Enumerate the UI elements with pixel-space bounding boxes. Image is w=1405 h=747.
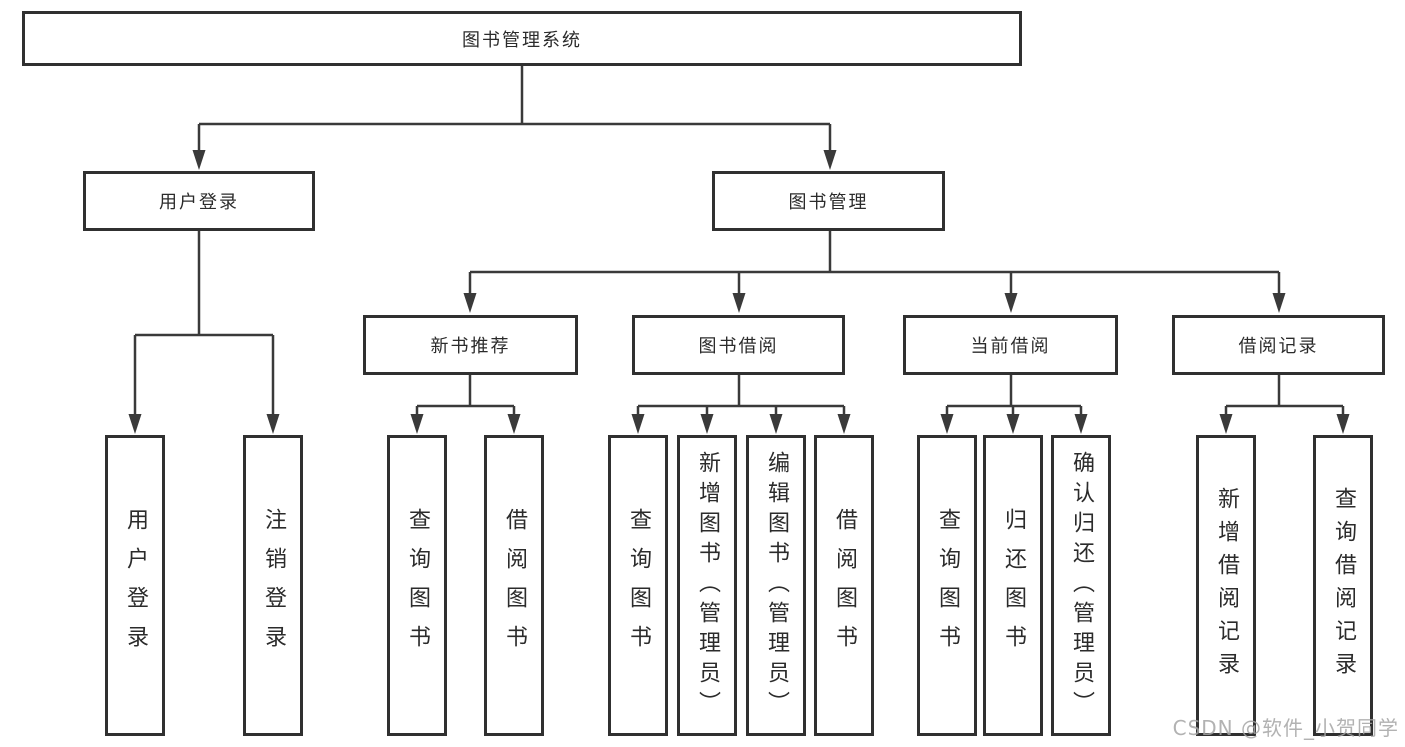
node-leaf-add-borrow-record: 新增借阅记录: [1196, 435, 1256, 736]
node-leaf-borrow-books-borrowing: 借阅图书: [814, 435, 874, 736]
node-label: 新书推荐: [430, 336, 511, 357]
node-label: 借阅记录: [1238, 336, 1319, 357]
node-label: 查询图书: [935, 507, 960, 664]
node-label: 查询图书: [626, 507, 651, 664]
node-label: 当前借阅: [970, 336, 1051, 357]
node-label: 确认归还（管理员）: [1069, 450, 1094, 721]
node-user-login: 用户登录: [83, 171, 315, 231]
node-label: 图书管理: [788, 192, 869, 213]
node-label: 用户登录: [123, 507, 148, 664]
node-label: 查询借阅记录: [1331, 486, 1356, 685]
node-leaf-confirm-return-admin: 确认归还（管理员）: [1051, 435, 1111, 736]
node-label: 注销登录: [261, 507, 286, 664]
node-book-management-system: 图书管理系统: [22, 11, 1022, 66]
node-label: 查询图书: [405, 507, 430, 664]
node-book-borrowing: 图书借阅: [632, 315, 845, 375]
node-current-borrowing: 当前借阅: [903, 315, 1118, 375]
node-label: 新增图书（管理员）: [695, 450, 720, 721]
node-borrowing-records: 借阅记录: [1172, 315, 1385, 375]
node-leaf-query-books-current: 查询图书: [917, 435, 977, 736]
node-leaf-query-borrow-record: 查询借阅记录: [1313, 435, 1373, 736]
csdn-watermark: CSDN @软件_小贺同学: [1172, 716, 1399, 740]
node-label: 借阅图书: [832, 507, 857, 664]
node-label: 借阅图书: [502, 507, 527, 664]
node-leaf-logout: 注销登录: [243, 435, 303, 736]
node-book-management: 图书管理: [712, 171, 945, 231]
node-leaf-return-books: 归还图书: [983, 435, 1043, 736]
node-label: 编辑图书（管理员）: [764, 450, 789, 721]
node-label: 图书管理系统: [462, 29, 582, 51]
node-label: 新增借阅记录: [1214, 486, 1239, 685]
node-label: 归还图书: [1001, 507, 1026, 664]
node-leaf-query-books-recommend: 查询图书: [387, 435, 447, 736]
node-new-book-recommend: 新书推荐: [363, 315, 578, 375]
node-leaf-borrow-books-recommend: 借阅图书: [484, 435, 544, 736]
node-label: 图书借阅: [698, 336, 779, 357]
node-leaf-user-login: 用户登录: [105, 435, 165, 736]
node-leaf-edit-books-admin: 编辑图书（管理员）: [746, 435, 806, 736]
node-leaf-add-books-admin: 新增图书（管理员）: [677, 435, 737, 736]
node-label: 用户登录: [159, 192, 239, 213]
node-leaf-query-books-borrowing: 查询图书: [608, 435, 668, 736]
